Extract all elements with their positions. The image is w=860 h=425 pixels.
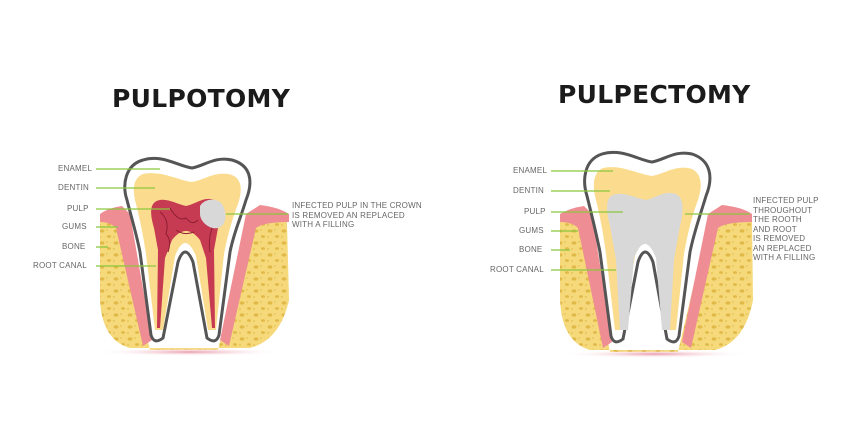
pulpectomy-title: PULPECTOMY (558, 80, 751, 109)
label-gums: GUMS (519, 226, 544, 235)
pulpotomy-tooth-diagram (95, 156, 289, 356)
gums-left (560, 206, 612, 348)
root-canal-left (157, 250, 165, 328)
label-pulp: PULP (67, 204, 89, 213)
label-bone: BONE (519, 245, 543, 254)
root-canal-right (206, 250, 215, 328)
filling (607, 192, 683, 330)
pulpotomy-title: PULPOTOMY (112, 84, 291, 113)
label-bone: BONE (62, 242, 86, 251)
note-line: IS REMOVED (753, 234, 806, 243)
bone-shadow (560, 350, 750, 358)
note-line: THROUGHOUT (753, 205, 813, 215)
leader-lines (96, 168, 288, 267)
filling (200, 199, 226, 229)
label-dentin: DENTIN (58, 183, 89, 192)
note-line: AN REPLACED (753, 243, 812, 253)
note-line: AND ROOT (753, 224, 797, 234)
leader-lines (551, 170, 750, 271)
label-enamel: ENAMEL (58, 164, 93, 173)
label-pulp: PULP (524, 207, 546, 216)
label-dentin: DENTIN (513, 186, 544, 195)
label-enamel: ENAMEL (513, 166, 548, 175)
pulpotomy-panel: PULPOTOMY (33, 84, 422, 356)
note-line: WITH A FILLING (753, 253, 816, 262)
note-line: IS REMOVED AN REPLACED (292, 210, 405, 220)
pulpectomy-tooth-diagram (551, 150, 753, 358)
gums-right (682, 205, 752, 348)
pulpectomy-note: INFECTED PULP THROUGHOUT THE ROOTH AND R… (753, 196, 819, 263)
note-line: INFECTED PULP (753, 196, 819, 205)
note-line: THE ROOTH (753, 215, 802, 224)
label-root-canal: ROOT CANAL (33, 261, 87, 270)
label-root-canal: ROOT CANAL (490, 265, 544, 274)
gums-right (220, 205, 289, 346)
label-gums: GUMS (62, 222, 87, 231)
gums-left (100, 206, 152, 346)
note-line: WITH A FILLING (292, 220, 355, 229)
note-line: INFECTED PULP IN THE CROWN (292, 201, 422, 210)
bone-shadow (95, 348, 285, 356)
pulpotomy-note: INFECTED PULP IN THE CROWN IS REMOVED AN… (292, 201, 422, 230)
pulpectomy-panel: PULPECTOMY (430, 0, 860, 425)
